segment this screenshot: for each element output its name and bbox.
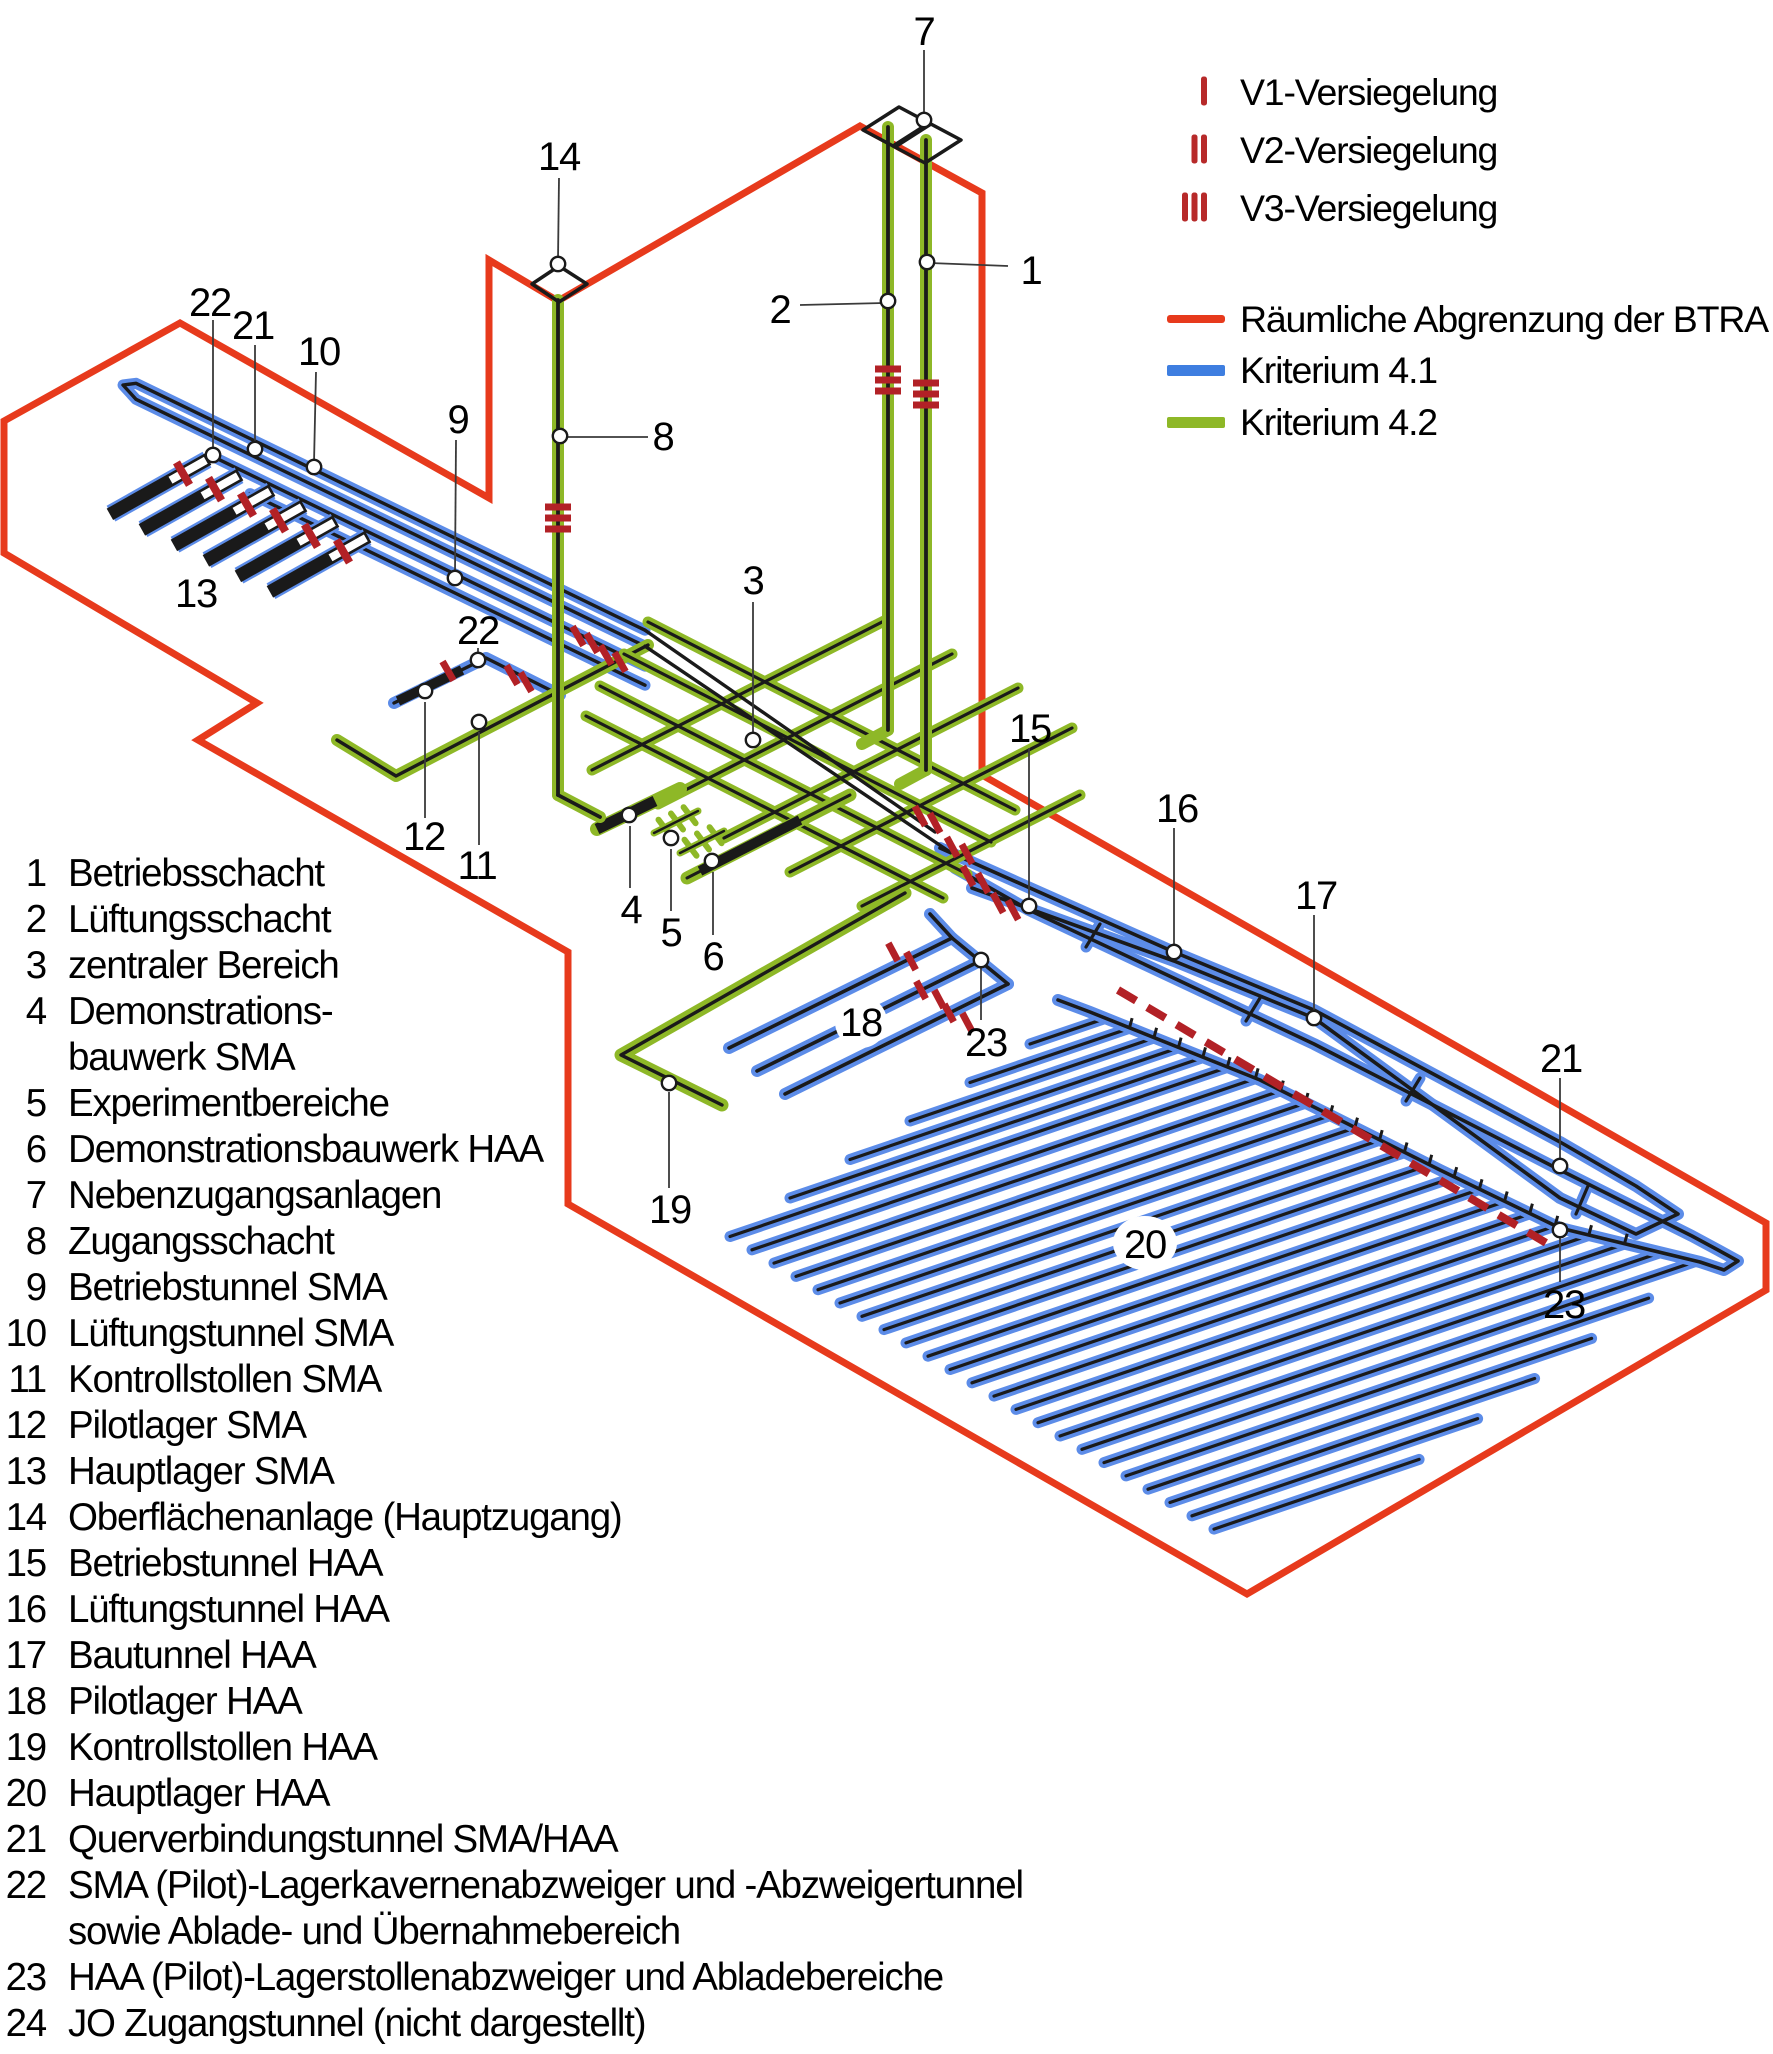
svg-text:JO Zugangstunnel (nicht darges: JO Zugangstunnel (nicht dargestellt) <box>68 2002 645 2045</box>
svg-text:HAA (Pilot)-Lagerstollenabzwei: HAA (Pilot)-Lagerstollenabzweiger und Ab… <box>68 1956 943 1999</box>
svg-text:Betriebsschacht: Betriebsschacht <box>68 852 325 895</box>
svg-text:1: 1 <box>26 852 46 895</box>
svg-text:12: 12 <box>403 815 445 859</box>
svg-text:8: 8 <box>652 415 673 459</box>
svg-text:21: 21 <box>232 304 274 348</box>
svg-text:20: 20 <box>1124 1223 1166 1267</box>
svg-text:Kontrollstollen HAA: Kontrollstollen HAA <box>68 1726 378 1769</box>
svg-text:4: 4 <box>26 990 47 1033</box>
svg-text:3: 3 <box>26 944 46 987</box>
svg-text:3: 3 <box>742 559 763 603</box>
svg-text:Betriebstunnel HAA: Betriebstunnel HAA <box>68 1542 384 1585</box>
svg-text:23: 23 <box>965 1021 1007 1065</box>
svg-text:Lüftungstunnel SMA: Lüftungstunnel SMA <box>68 1312 395 1355</box>
svg-text:V3-Versiegelung: V3-Versiegelung <box>1240 187 1497 229</box>
svg-text:6: 6 <box>702 935 723 979</box>
svg-text:Querverbindungstunnel SMA/HAA: Querverbindungstunnel SMA/HAA <box>68 1818 619 1861</box>
svg-text:Demonstrationsbauwerk HAA: Demonstrationsbauwerk HAA <box>68 1128 545 1171</box>
svg-text:22: 22 <box>6 1864 46 1907</box>
svg-text:18: 18 <box>6 1680 46 1723</box>
svg-text:16: 16 <box>1156 787 1198 831</box>
svg-text:Pilotlager HAA: Pilotlager HAA <box>68 1680 303 1723</box>
svg-text:2: 2 <box>26 898 46 941</box>
svg-text:Kontrollstollen SMA: Kontrollstollen SMA <box>68 1358 383 1401</box>
svg-text:5: 5 <box>26 1082 46 1125</box>
svg-text:9: 9 <box>447 398 468 442</box>
svg-text:7: 7 <box>26 1174 46 1217</box>
svg-text:12: 12 <box>6 1404 46 1447</box>
svg-text:19: 19 <box>6 1726 46 1769</box>
svg-text:6: 6 <box>26 1128 46 1171</box>
svg-text:16: 16 <box>6 1588 46 1631</box>
svg-text:4: 4 <box>620 888 642 932</box>
svg-text:bauwerk SMA: bauwerk SMA <box>68 1036 296 1079</box>
svg-text:13: 13 <box>6 1450 46 1493</box>
svg-text:10: 10 <box>6 1312 46 1355</box>
svg-text:Kriterium 4.2: Kriterium 4.2 <box>1240 401 1437 443</box>
svg-text:22: 22 <box>457 609 499 653</box>
svg-text:24: 24 <box>6 2002 47 2045</box>
svg-text:V2-Versiegelung: V2-Versiegelung <box>1240 129 1497 171</box>
svg-text:Pilotlager SMA: Pilotlager SMA <box>68 1404 307 1447</box>
svg-text:zentraler Bereich: zentraler Bereich <box>68 944 339 987</box>
svg-text:11: 11 <box>457 844 496 888</box>
svg-text:Kriterium 4.1: Kriterium 4.1 <box>1240 349 1437 391</box>
svg-text:V1-Versiegelung: V1-Versiegelung <box>1240 71 1497 113</box>
svg-text:2: 2 <box>769 288 790 332</box>
svg-text:Experimentbereiche: Experimentbereiche <box>68 1082 389 1125</box>
svg-text:20: 20 <box>6 1772 46 1815</box>
svg-text:SMA (Pilot)-Lagerkavernenabzwe: SMA (Pilot)-Lagerkavernenabzweiger und -… <box>68 1864 1023 1907</box>
svg-text:13: 13 <box>175 572 217 616</box>
svg-text:Nebenzugangsanlagen: Nebenzugangsanlagen <box>68 1174 441 1217</box>
svg-text:Demonstrations-: Demonstrations- <box>68 990 333 1033</box>
svg-text:Hauptlager SMA: Hauptlager SMA <box>68 1450 335 1493</box>
svg-text:17: 17 <box>6 1634 46 1677</box>
svg-text:7: 7 <box>913 10 934 54</box>
svg-text:18: 18 <box>840 1001 882 1045</box>
svg-text:Lüftungsschacht: Lüftungsschacht <box>68 898 332 941</box>
svg-text:17: 17 <box>1295 874 1337 918</box>
svg-text:Hauptlager HAA: Hauptlager HAA <box>68 1772 331 1815</box>
svg-text:14: 14 <box>6 1496 47 1539</box>
svg-text:Räumliche Abgrenzung der BTRA: Räumliche Abgrenzung der BTRA <box>1240 298 1769 340</box>
svg-text:23: 23 <box>6 1956 46 1999</box>
svg-text:Oberflächenanlage (Hauptzugang: Oberflächenanlage (Hauptzugang) <box>68 1496 622 1539</box>
svg-text:15: 15 <box>6 1542 46 1585</box>
svg-text:8: 8 <box>26 1220 46 1263</box>
svg-text:23: 23 <box>1543 1283 1585 1327</box>
svg-text:sowie Ablade- und Übernahmeber: sowie Ablade- und Übernahmebereich <box>68 1910 680 1953</box>
svg-text:14: 14 <box>538 135 581 179</box>
svg-text:11: 11 <box>8 1358 46 1401</box>
svg-text:19: 19 <box>649 1188 691 1232</box>
svg-text:10: 10 <box>298 330 340 374</box>
svg-text:Bautunnel HAA: Bautunnel HAA <box>68 1634 317 1677</box>
svg-text:21: 21 <box>1540 1037 1582 1081</box>
svg-text:5: 5 <box>660 911 681 955</box>
svg-text:22: 22 <box>189 281 231 325</box>
svg-text:9: 9 <box>26 1266 46 1309</box>
svg-text:1: 1 <box>1020 249 1041 293</box>
svg-text:21: 21 <box>6 1818 46 1861</box>
svg-text:Zugangsschacht: Zugangsschacht <box>68 1220 335 1263</box>
svg-text:15: 15 <box>1009 707 1051 751</box>
svg-text:Lüftungstunnel HAA: Lüftungstunnel HAA <box>68 1588 390 1631</box>
svg-text:Betriebstunnel SMA: Betriebstunnel SMA <box>68 1266 388 1309</box>
